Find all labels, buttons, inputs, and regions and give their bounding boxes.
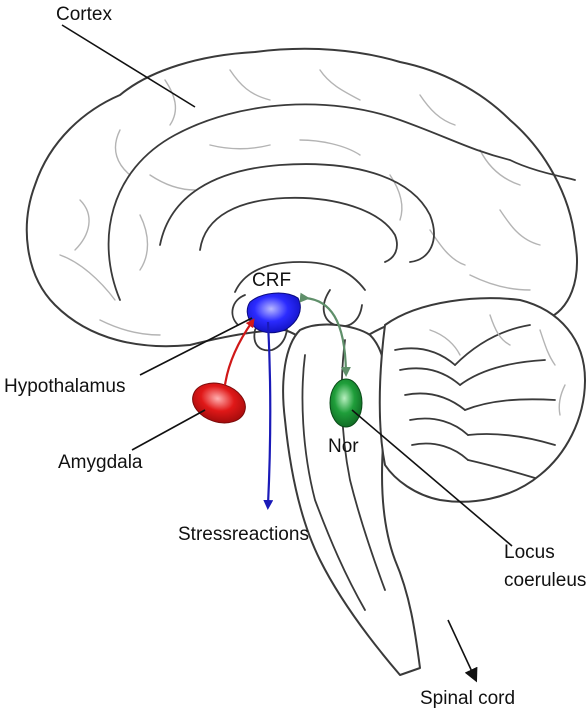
locus-leader bbox=[351, 409, 513, 547]
hypothalamus-leader bbox=[139, 317, 253, 376]
cerebellum-outline bbox=[378, 297, 586, 503]
corpus-callosum-outer bbox=[159, 163, 435, 263]
aqueduct bbox=[340, 339, 386, 591]
spinal-cord-arrow bbox=[447, 619, 478, 683]
stress-arrow bbox=[263, 321, 274, 510]
cortex-sulci bbox=[59, 69, 541, 336]
optic-region bbox=[231, 294, 246, 326]
fornix bbox=[234, 261, 366, 293]
stressreactions-label: Stressreactions bbox=[178, 524, 309, 545]
cortex-label: Cortex bbox=[56, 4, 112, 25]
locus-label-line2: coeruleus bbox=[504, 569, 587, 591]
pons-line bbox=[301, 354, 366, 611]
locus-coeruleus-shape bbox=[329, 378, 363, 428]
amygdala-label: Amygdala bbox=[58, 452, 143, 473]
cingulate-sulcus bbox=[107, 103, 576, 301]
nor-label: Nor bbox=[328, 436, 359, 457]
locus-coeruleus-label: Locus coeruleus bbox=[504, 542, 586, 592]
crf-label: CRF bbox=[252, 270, 292, 291]
nor-crf-arrow bbox=[299, 292, 351, 377]
spinal-cord-label: Spinal cord bbox=[420, 688, 516, 709]
amygdala-to-hypothalamus-arrow bbox=[223, 318, 255, 386]
amygdala-leader bbox=[131, 409, 206, 451]
corpus-callosum-inner bbox=[199, 196, 398, 263]
locus-label-line1: Locus bbox=[504, 542, 555, 563]
cortex-leader bbox=[61, 24, 196, 108]
hypothalamus-shape bbox=[246, 292, 301, 334]
hypothalamus-label: Hypothalamus bbox=[4, 376, 126, 397]
arbor-vitae bbox=[394, 314, 566, 479]
amygdala-shape bbox=[192, 382, 246, 424]
